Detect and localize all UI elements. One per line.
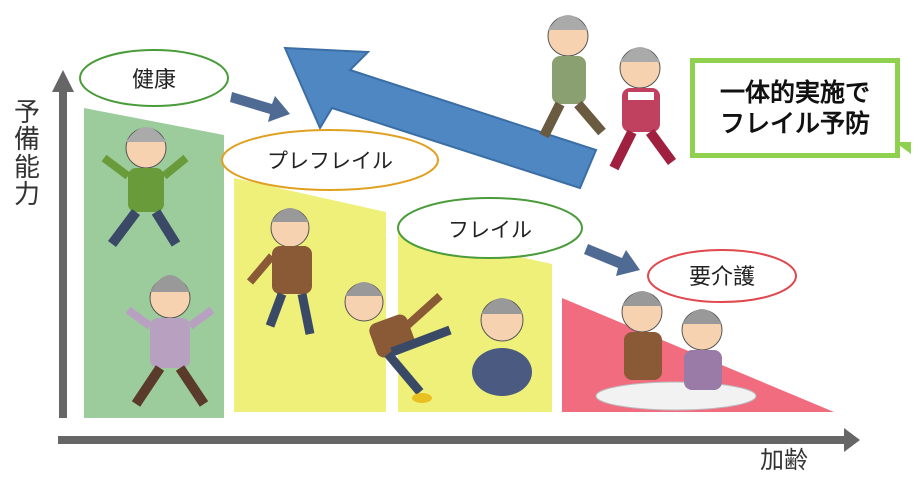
y-axis-label: 予 備 能 力 <box>12 98 42 210</box>
y-axis-arrow-icon <box>52 70 74 92</box>
callout-tail <box>895 142 911 154</box>
y-axis-label-char: 能 <box>13 152 40 183</box>
caregiver-couple-icon <box>595 291 757 411</box>
y-axis-label-char: 予 <box>13 98 40 128</box>
y-axis-label-char: 備 <box>13 125 40 156</box>
x-axis-arrow-icon <box>844 428 860 452</box>
stage-oval-prefrail <box>221 129 439 191</box>
walking-woman-icon <box>609 47 677 171</box>
y-axis-line <box>59 88 67 418</box>
stage-oval-frail <box>397 197 583 259</box>
healthy-man-icon <box>101 127 189 247</box>
stage-oval-healthy <box>79 49 229 107</box>
x-axis-label: 加齢 <box>760 446 808 474</box>
y-axis-label-char: 力 <box>13 179 40 210</box>
stage-bar-prefrail <box>234 178 386 412</box>
callout-line-1: 一体的実施で <box>719 77 870 107</box>
x-axis-line <box>58 436 848 444</box>
stage-label-care: 要介護 <box>689 265 755 290</box>
prefrail-man-icon <box>246 208 315 335</box>
frailty-prevention-callout: 一体的実施で フレイル予防 <box>690 58 900 158</box>
small-arrow-icon <box>584 244 640 276</box>
callout-line-2: フレイル予防 <box>719 109 870 138</box>
falling-man-icon <box>344 282 452 403</box>
stage-label-frail: フレイル <box>448 218 532 242</box>
healthy-woman-icon <box>125 275 215 407</box>
frail-woman-icon <box>472 298 532 396</box>
walking-man-icon <box>539 15 606 139</box>
stage-label-prefrail: プレフレイル <box>267 149 393 173</box>
big-arrow-icon <box>283 46 598 190</box>
stage-oval-care <box>647 249 797 303</box>
small-arrow-icon <box>230 92 290 122</box>
stage-label-healthy: 健康 <box>132 68 176 93</box>
